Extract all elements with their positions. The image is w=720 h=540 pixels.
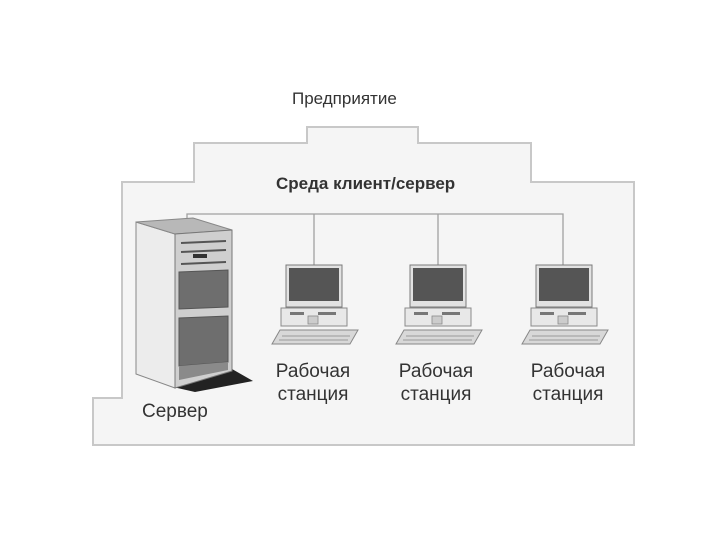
workstation-label: Рабочая станция xyxy=(258,360,368,406)
environment-label: Среда клиент/сервер xyxy=(276,174,455,194)
workstation-label-line1: Рабочая xyxy=(381,360,491,383)
workstation-label-line1: Рабочая xyxy=(513,360,623,383)
enterprise-label: Предприятие xyxy=(292,89,397,109)
workstation-label-line2: станция xyxy=(258,383,368,406)
workstation-label: Рабочая станция xyxy=(513,360,623,406)
workstation-label-line1: Рабочая xyxy=(258,360,368,383)
workstation-label: Рабочая станция xyxy=(381,360,491,406)
workstation-label-line2: станция xyxy=(381,383,491,406)
workstation-label-line2: станция xyxy=(513,383,623,406)
server-label: Сервер xyxy=(142,401,208,423)
